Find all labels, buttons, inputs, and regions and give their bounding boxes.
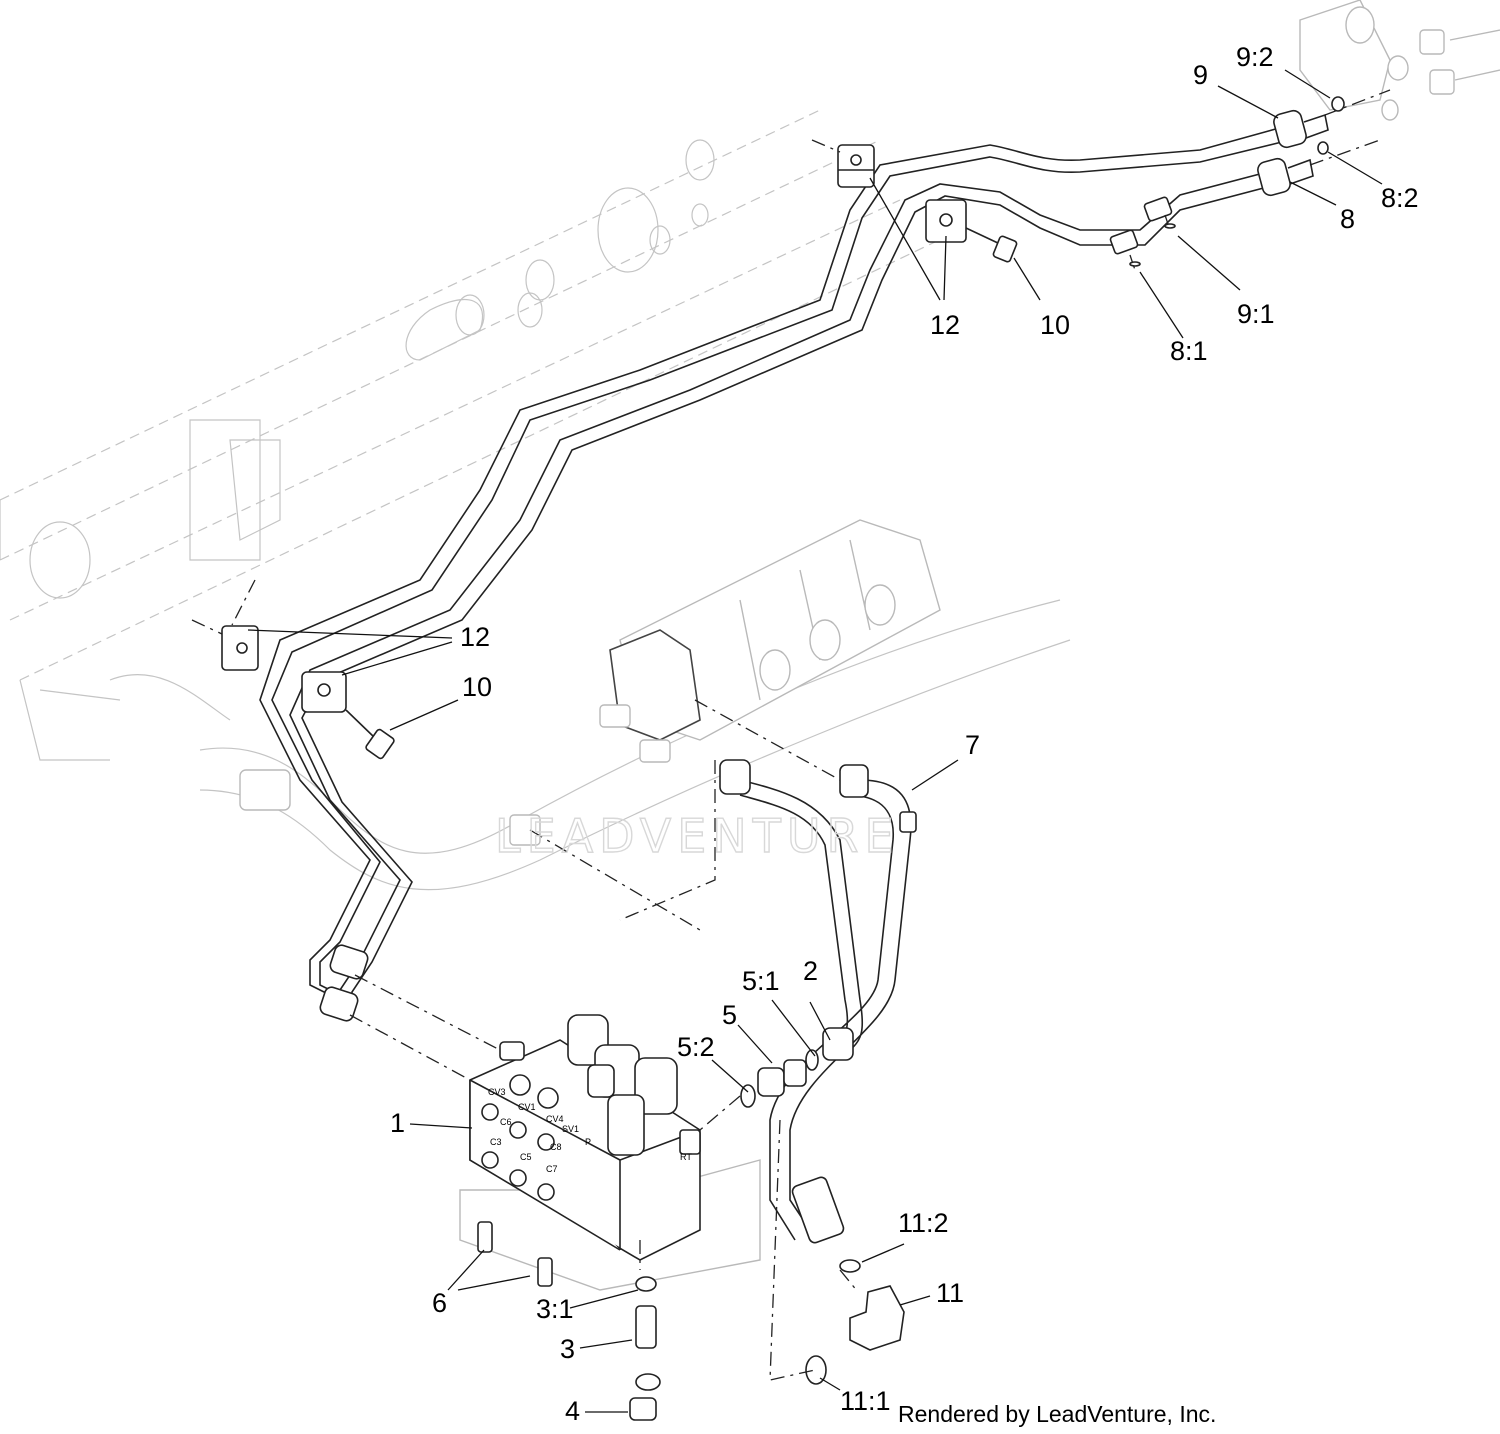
fittings-group-5 <box>740 1049 819 1108</box>
manifold-valve-block: CV3 CV1 CV4 SV1 C6 C3 C5 C7 C8 RT P <box>459 1014 761 1291</box>
callout-5-1: 5:1 <box>742 966 780 996</box>
callout-7: 7 <box>965 730 980 760</box>
clamp-assembly-top <box>811 139 1018 263</box>
fittings-group-3 <box>629 1276 661 1421</box>
callout-8: 8 <box>1340 204 1355 234</box>
port-label-p: P <box>585 1137 591 1147</box>
render-credit: Rendered by LeadVenture, Inc. <box>898 1401 1216 1427</box>
callout-4: 4 <box>565 1396 580 1426</box>
upper-bracket <box>1299 0 1500 121</box>
clamp-assembly-mid <box>191 619 395 760</box>
leader-lines <box>247 69 1383 1413</box>
port-label-rt: RT <box>680 1152 692 1162</box>
port-label-c5: C5 <box>520 1152 532 1162</box>
callout-12-mid: 12 <box>460 622 490 652</box>
port-label-c8: C8 <box>550 1142 562 1152</box>
callout-9-1: 9:1 <box>1237 299 1275 329</box>
hose-assembly <box>719 759 917 1244</box>
valve-port-labels: CV3 CV1 CV4 SV1 C6 C3 C5 C7 C8 RT P <box>488 1087 692 1174</box>
callout-8-2: 8:2 <box>1381 183 1419 213</box>
callout-10-mid: 10 <box>462 672 492 702</box>
callout-3: 3 <box>560 1334 575 1364</box>
port-label-c6: C6 <box>500 1117 512 1127</box>
port-label-cv3: CV3 <box>488 1087 506 1097</box>
fittings-group-11 <box>805 1259 905 1385</box>
frame-rail <box>0 109 961 761</box>
port-label-sv1: SV1 <box>562 1124 579 1134</box>
callout-11-1: 11:1 <box>840 1386 891 1416</box>
callout-11: 11 <box>936 1278 964 1308</box>
port-label-cv1: CV1 <box>518 1102 536 1112</box>
seals-top-right <box>1129 96 1345 267</box>
callout-6: 6 <box>432 1288 447 1318</box>
callout-5: 5 <box>722 1000 737 1030</box>
port-label-c3: C3 <box>490 1137 502 1147</box>
assembly-lines <box>231 89 1391 1381</box>
background-hose <box>199 599 1071 891</box>
hydraulic-tubes <box>259 109 1329 1022</box>
callout-labels: 9:2 9 8:2 8 12 10 9:1 8:1 12 10 7 5:1 2 … <box>390 42 1419 1426</box>
callout-9-2: 9:2 <box>1236 42 1274 72</box>
port-label-c7: C7 <box>546 1164 558 1174</box>
hydraulic-pump <box>599 519 941 763</box>
callout-11-2: 11:2 <box>898 1208 949 1238</box>
callout-12-top: 12 <box>930 310 960 340</box>
callout-3-1: 3:1 <box>536 1294 574 1324</box>
callout-8-1: 8:1 <box>1170 336 1208 366</box>
watermark-text: LEADVENTURE <box>495 809 900 863</box>
callout-9: 9 <box>1193 60 1208 90</box>
port-label-cv4: CV4 <box>546 1114 564 1124</box>
callout-2: 2 <box>803 956 818 986</box>
callout-10-top: 10 <box>1040 310 1070 340</box>
callout-5-2: 5:2 <box>677 1032 715 1062</box>
callout-1: 1 <box>390 1108 405 1138</box>
